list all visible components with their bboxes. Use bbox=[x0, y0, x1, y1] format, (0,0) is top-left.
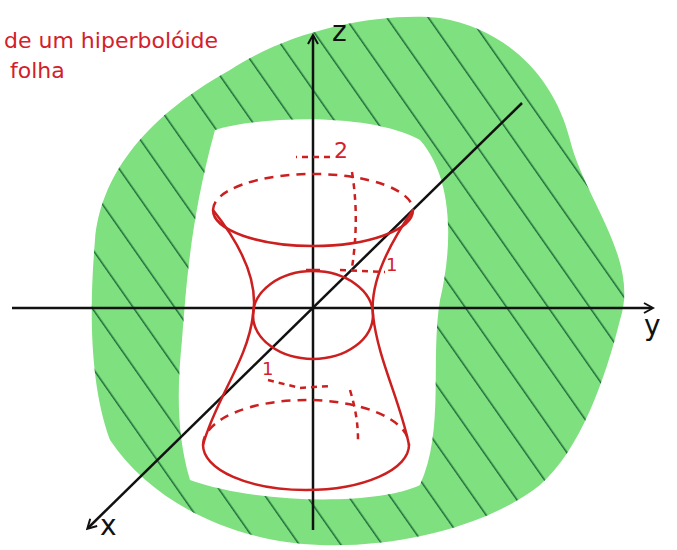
tick-value: 2 bbox=[334, 140, 348, 162]
green-hatching bbox=[92, 17, 625, 545]
x-axis bbox=[88, 103, 522, 528]
title-note: folha bbox=[10, 60, 65, 82]
z-axis bbox=[312, 36, 315, 530]
y-axis bbox=[12, 307, 652, 310]
axis-label: z bbox=[332, 18, 347, 46]
green-region bbox=[92, 17, 625, 545]
axis-label: x bbox=[100, 512, 117, 540]
title-note: de um hiperbolóide bbox=[4, 30, 218, 52]
tick-value: 1 bbox=[262, 360, 273, 378]
tick-value: 1 bbox=[386, 256, 397, 274]
axis-label: y bbox=[644, 312, 661, 340]
hyperboloid bbox=[203, 157, 413, 490]
